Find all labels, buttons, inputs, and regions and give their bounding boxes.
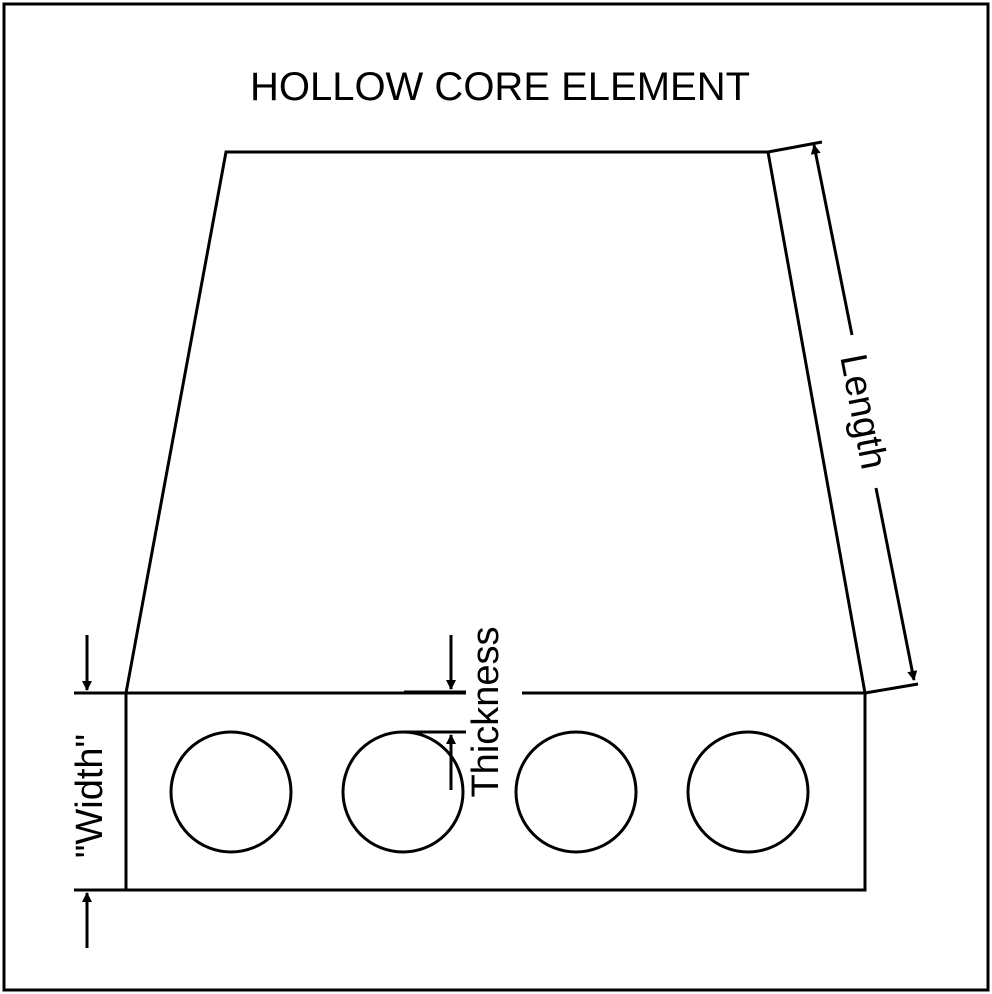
- length-extension-line-bottom: [864, 682, 919, 695]
- length-dimension: Length: [767, 140, 919, 695]
- slab-top-face: [124, 150, 867, 695]
- diagram-title: HOLLOW CORE ELEMENT: [250, 65, 750, 109]
- hollow-core-1: [169, 730, 293, 854]
- thickness-dimension: Thickness: [404, 626, 507, 798]
- hollow-core-2: [341, 730, 465, 854]
- length-extension-line-top: [767, 140, 823, 154]
- hollow-core-4: [686, 730, 810, 854]
- hollow-core-3: [514, 730, 638, 854]
- hollow-cores: [169, 730, 810, 854]
- thickness-label-gap: [466, 688, 522, 700]
- length-dimension-line-upper: [810, 144, 854, 336]
- width-label: "Width": [69, 734, 111, 858]
- length-dimension-line-lower: [874, 487, 918, 681]
- thickness-label: Thickness: [465, 626, 507, 797]
- length-label: Length: [831, 351, 894, 473]
- width-dimension: "Width": [69, 635, 126, 948]
